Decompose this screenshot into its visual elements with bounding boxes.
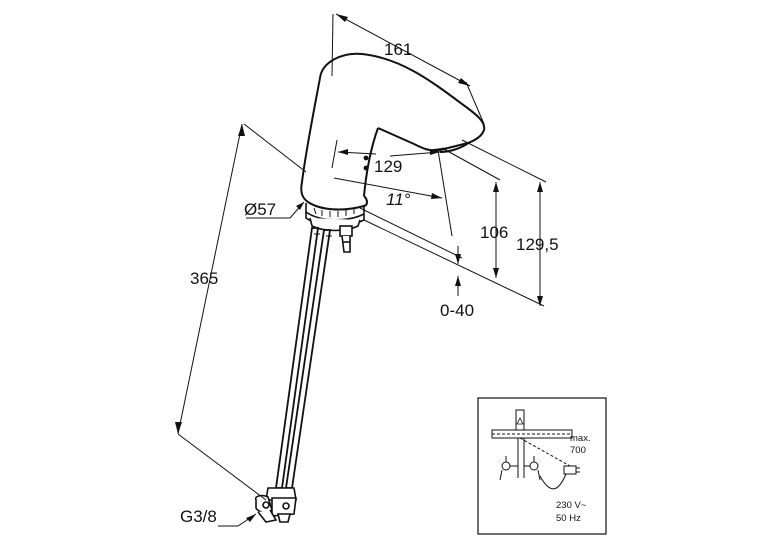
reach-dimension: 129 xyxy=(374,157,402,176)
deck-thickness-dimension: 0-40 xyxy=(440,301,474,320)
installation-inset: max. 700 230 V~ 50 Hz xyxy=(477,397,607,535)
sensor-dot xyxy=(363,165,369,171)
faucet-body xyxy=(300,52,486,211)
warning-icon xyxy=(516,417,524,425)
thread-dimension: G3/8 xyxy=(180,507,217,526)
supply-hoses xyxy=(274,227,332,489)
inset-max-label: max. xyxy=(570,433,591,444)
inset-max-value: 700 xyxy=(570,445,586,456)
inset-voltage-label: 230 V~ xyxy=(556,500,587,511)
hose-length-dimension: 365 xyxy=(190,269,218,288)
base-diameter-dimension: Ø57 xyxy=(244,200,276,219)
angle-dimension: 11° xyxy=(386,190,411,209)
sensor-dot xyxy=(363,155,369,161)
spout-height-dimension: 106 xyxy=(480,223,508,242)
cable-fitting xyxy=(339,225,353,253)
hose-end-fittings xyxy=(254,487,297,523)
width-dimension: 161 xyxy=(384,40,412,59)
dimension-arrows xyxy=(175,14,543,522)
total-height-dimension: 129,5 xyxy=(516,235,559,254)
inset-frequency-label: 50 Hz xyxy=(556,513,581,524)
